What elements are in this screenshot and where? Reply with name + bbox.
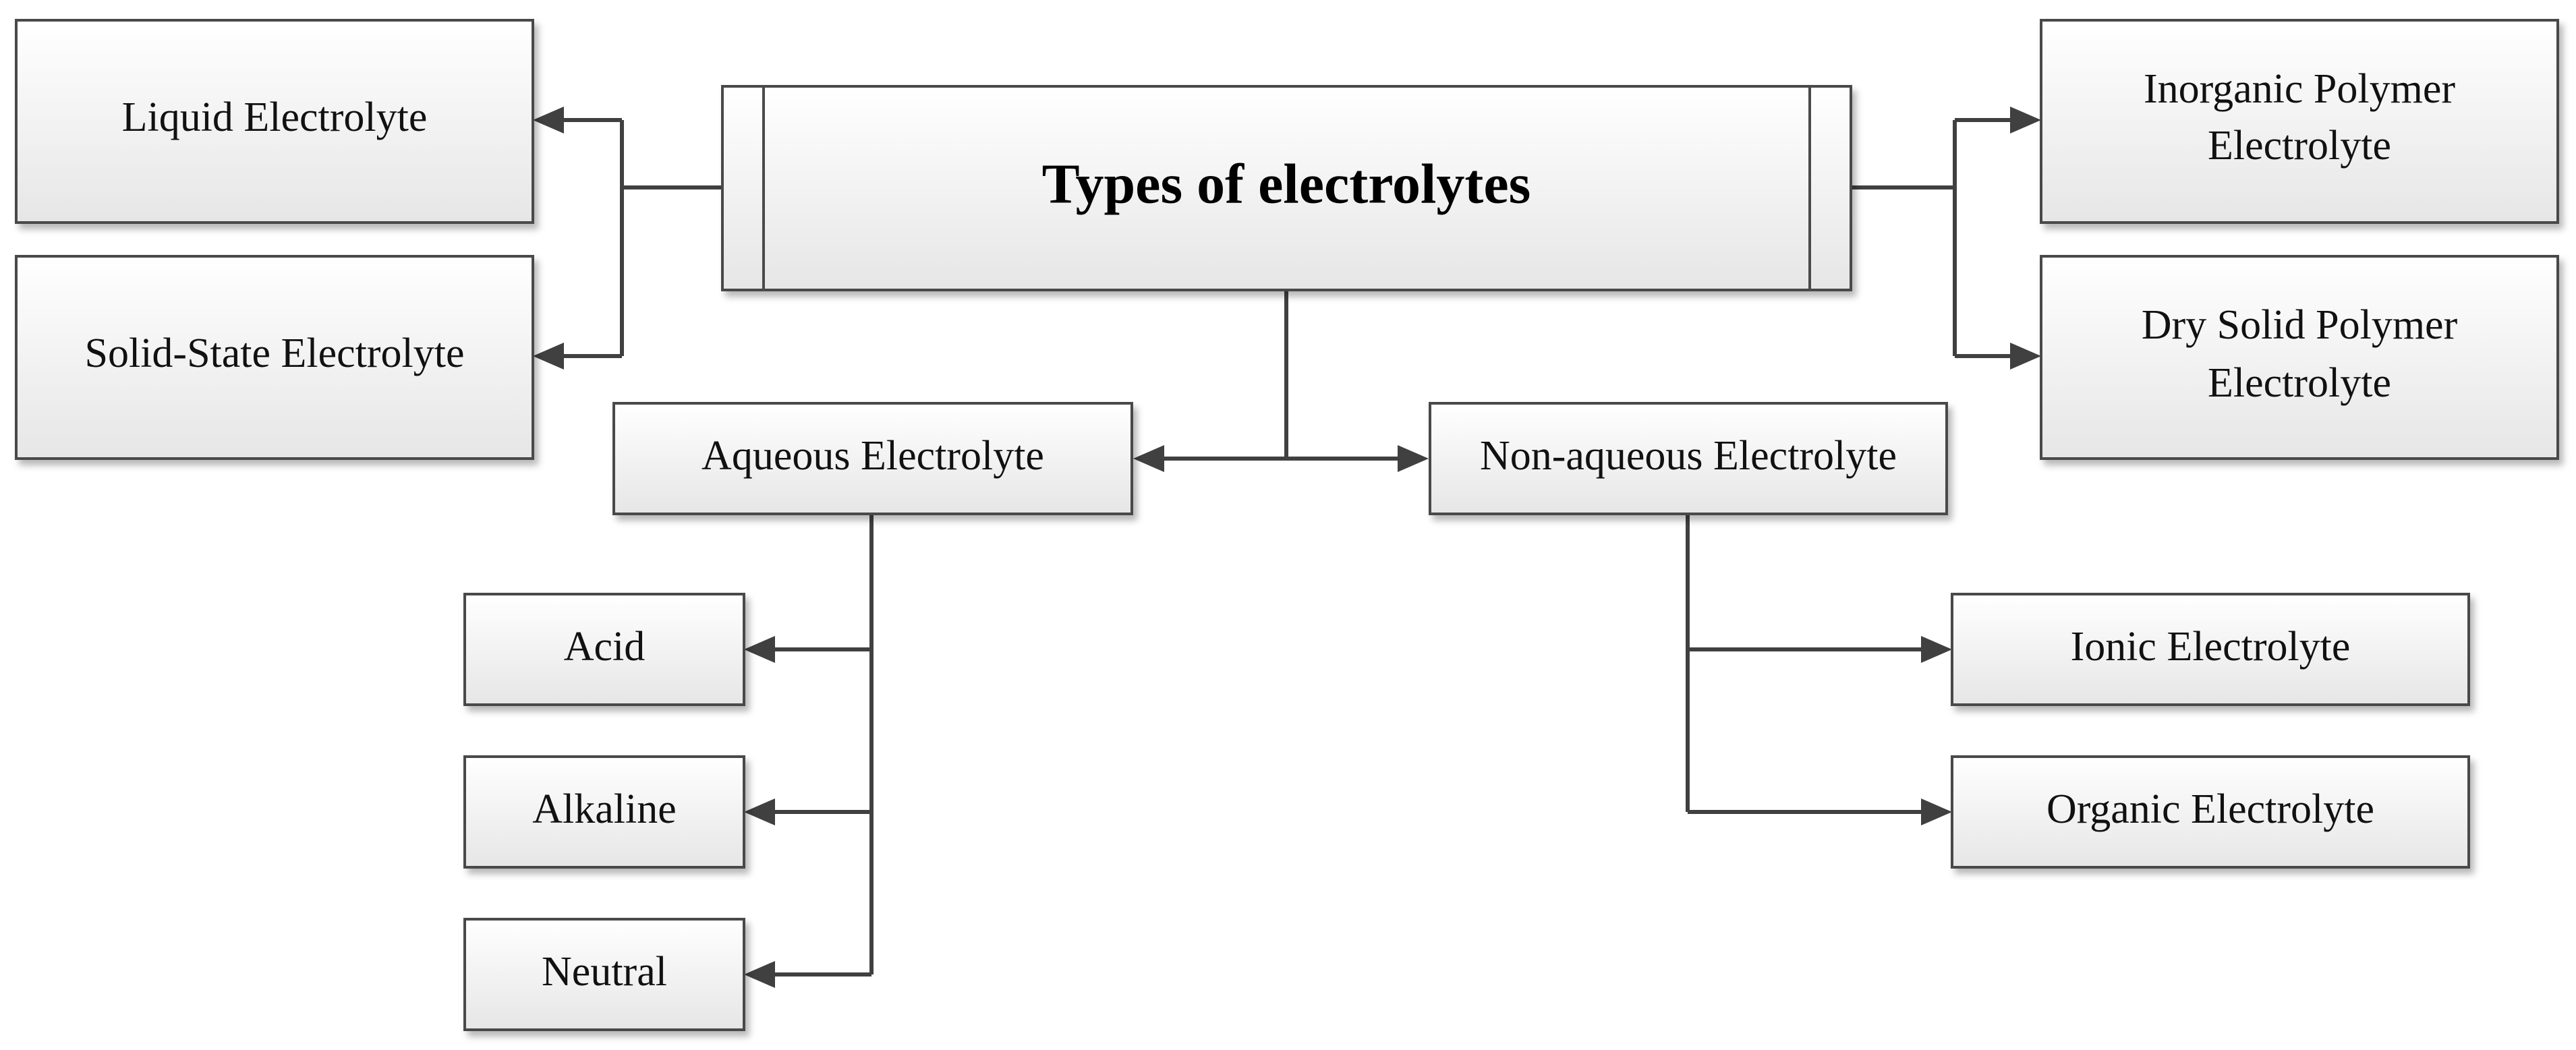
root-node: Types of electrolytes bbox=[721, 85, 1852, 291]
solid-state-electrolyte-label: Solid-State Electrolyte bbox=[84, 330, 464, 376]
node-acid: Acid bbox=[463, 593, 745, 706]
ionic-electrolyte-label: Ionic Electrolyte bbox=[2071, 624, 2351, 670]
dry-solid-polymer-electrolyte-label-line2: Electrolyte bbox=[2208, 360, 2391, 406]
liquid-electrolyte-box bbox=[15, 19, 534, 224]
root-title: Types of electrolytes bbox=[1042, 152, 1531, 215]
arrowhead-ionic bbox=[1921, 636, 1952, 663]
dry-solid-polymer-electrolyte-label-line1: Dry Solid Polymer bbox=[2142, 302, 2458, 348]
aqueous-electrolyte-label: Aqueous Electrolyte bbox=[702, 433, 1044, 479]
node-dry-solid-polymer-electrolyte: Dry Solid Polymer Electrolyte bbox=[2040, 255, 2559, 460]
neutral-box bbox=[463, 918, 745, 1031]
node-solid-state-electrolyte: Solid-State Electrolyte bbox=[15, 255, 534, 460]
non-aqueous-electrolyte-box bbox=[1429, 402, 1948, 515]
node-non-aqueous-electrolyte: Non-aqueous Electrolyte bbox=[1429, 402, 1948, 515]
inorganic-polymer-electrolyte-label-line1: Inorganic Polymer bbox=[2144, 66, 2455, 112]
arrowhead-acid bbox=[744, 636, 775, 663]
ionic-electrolyte-box bbox=[1951, 593, 2470, 706]
root-box bbox=[721, 85, 1852, 291]
arrowhead-liquid bbox=[533, 107, 564, 134]
arrowhead-aqueous bbox=[1133, 445, 1164, 472]
acid-box bbox=[463, 593, 745, 706]
organic-electrolyte-box bbox=[1951, 755, 2470, 869]
node-inorganic-polymer-electrolyte: Inorganic Polymer Electrolyte bbox=[2040, 19, 2559, 224]
alkaline-box bbox=[463, 755, 745, 869]
node-organic-electrolyte: Organic Electrolyte bbox=[1951, 755, 2470, 869]
arrowhead-inorganic-polymer bbox=[2010, 107, 2041, 134]
arrowhead-alkaline bbox=[744, 798, 775, 825]
organic-electrolyte-label: Organic Electrolyte bbox=[2047, 786, 2374, 832]
arrowhead-dry-solid-polymer bbox=[2010, 343, 2041, 370]
alkaline-label: Alkaline bbox=[532, 786, 677, 832]
node-alkaline: Alkaline bbox=[463, 755, 745, 869]
dry-solid-polymer-electrolyte-box bbox=[2040, 255, 2559, 460]
acid-label: Acid bbox=[564, 624, 646, 670]
arrowhead-solid-state bbox=[533, 343, 564, 370]
arrowhead-organic bbox=[1921, 798, 1952, 825]
solid-state-electrolyte-box bbox=[15, 255, 534, 460]
connectors bbox=[533, 107, 2041, 988]
inorganic-polymer-electrolyte-box bbox=[2040, 19, 2559, 224]
node-aqueous-electrolyte: Aqueous Electrolyte bbox=[612, 402, 1133, 515]
liquid-electrolyte-label: Liquid Electrolyte bbox=[122, 94, 428, 140]
aqueous-electrolyte-box bbox=[612, 402, 1133, 515]
node-liquid-electrolyte: Liquid Electrolyte bbox=[15, 19, 534, 224]
non-aqueous-electrolyte-label: Non-aqueous Electrolyte bbox=[1480, 433, 1897, 479]
node-neutral: Neutral bbox=[463, 918, 745, 1031]
arrowhead-non-aqueous bbox=[1398, 445, 1429, 472]
arrowhead-neutral bbox=[744, 961, 775, 988]
neutral-label: Neutral bbox=[542, 949, 667, 995]
inorganic-polymer-electrolyte-label-line2: Electrolyte bbox=[2208, 123, 2391, 169]
node-ionic-electrolyte: Ionic Electrolyte bbox=[1951, 593, 2470, 706]
